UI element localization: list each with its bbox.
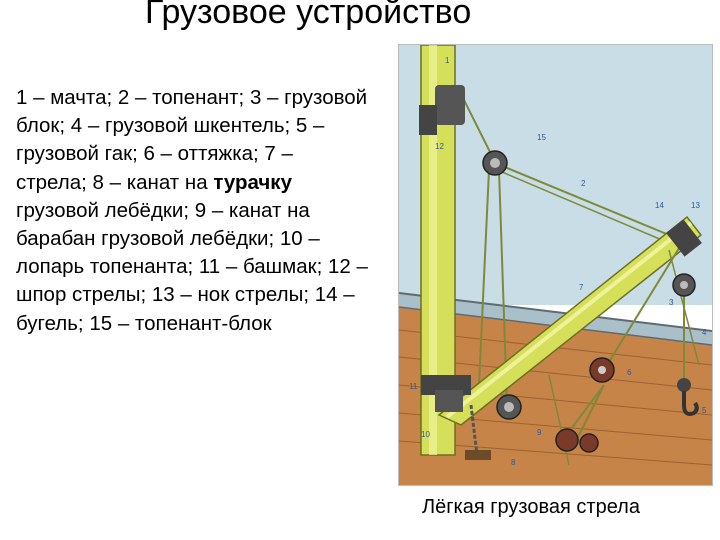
- label-11: 11: [409, 382, 418, 391]
- figure-caption: Лёгкая грузовая стрела: [422, 496, 640, 518]
- label-8: 8: [511, 458, 516, 467]
- label-4: 4: [702, 328, 707, 337]
- heel-block-axle: [504, 402, 514, 412]
- label-14: 14: [655, 201, 664, 210]
- label-5: 5: [702, 406, 707, 415]
- cargo-hook: [682, 391, 699, 416]
- masthead-fitting: [435, 85, 465, 125]
- label-2: 2: [581, 179, 586, 188]
- legend-text-start: 1 – мачта; 2 – топенант; 3 – грузовой бл…: [16, 86, 368, 194]
- deck-pad-eye: [465, 450, 491, 460]
- deck: [399, 303, 712, 485]
- legend-bold-term: турачку: [213, 170, 292, 194]
- mast-band: [419, 105, 437, 135]
- topping-lift-rope-2: [494, 168, 670, 244]
- topping-lift-rope: [494, 162, 670, 236]
- label-6: 6: [627, 368, 632, 377]
- runner-to-lead-block: [603, 244, 682, 371]
- topping-lift-chain: [463, 99, 495, 161]
- boom-heel-fitting: [435, 390, 463, 412]
- label-9: 9: [537, 428, 542, 437]
- rope-to-winch-drum: [573, 384, 605, 446]
- parts-legend: 1 – мачта; 2 – топенант; 3 – грузовой бл…: [16, 84, 368, 338]
- guy-rope: [668, 249, 700, 366]
- label-7: 7: [579, 283, 584, 292]
- lead-block-axle: [598, 366, 606, 374]
- label-12: 12: [435, 142, 444, 151]
- label-10: 10: [421, 430, 430, 439]
- topping-lift-fall: [478, 169, 490, 386]
- cargo-boom-drawing: 1 12 15 14 13 2 3 4 5 6 7 8 9 10 11: [399, 45, 712, 485]
- winch-block-2: [579, 433, 599, 453]
- mast-highlight: [429, 45, 437, 455]
- label-13: 13: [691, 201, 700, 210]
- boom-highlight: [445, 221, 693, 419]
- topping-block-axle: [490, 158, 500, 168]
- legend-text-end: грузовой лебёдки; 9 – канат на барабан г…: [16, 198, 368, 335]
- base-chain: [469, 404, 479, 456]
- label-1: 1: [445, 56, 450, 65]
- page-title: Грузовое устройство: [145, 0, 472, 31]
- boom-tip-fitting: [666, 219, 702, 257]
- label-15: 15: [537, 133, 546, 142]
- cargo-hook-eye: [677, 378, 691, 392]
- cargo-boom-illustration: 1 12 15 14 13 2 3 4 5 6 7 8 9 10 11: [398, 44, 713, 486]
- label-3: 3: [669, 298, 674, 307]
- winch-block-1: [555, 428, 579, 452]
- cargo-block-axle: [680, 281, 688, 289]
- bulwark: [399, 293, 712, 345]
